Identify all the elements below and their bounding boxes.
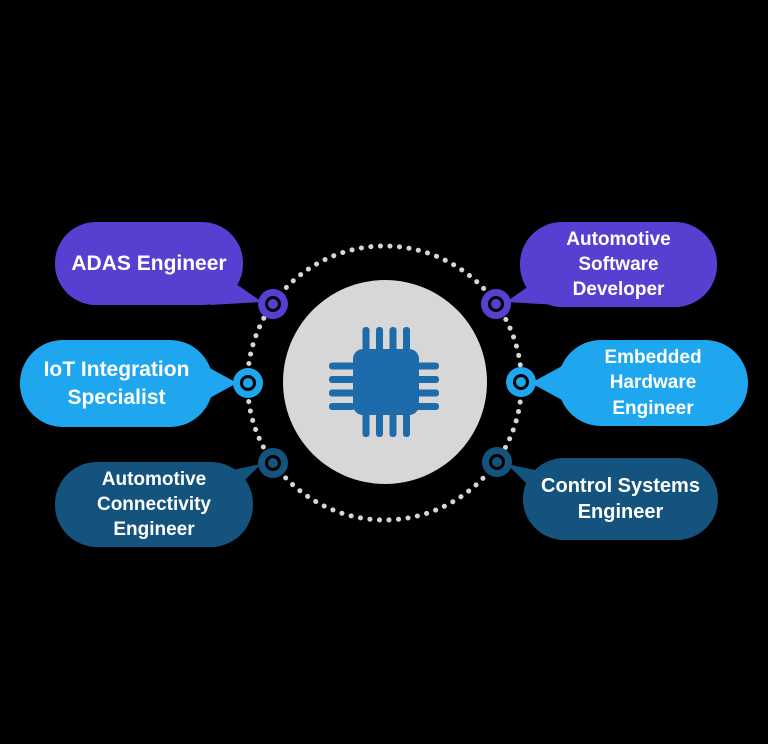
connector-ring-top-left	[258, 289, 288, 319]
bubble-automotive-connectivity-engineer: Automotive Connectivity Engineer	[55, 462, 253, 547]
bubble-control-systems-engineer: Control Systems Engineer	[523, 458, 718, 540]
microchip-icon	[329, 327, 439, 437]
connector-ring-hole	[488, 296, 504, 312]
connector-ring-hole	[240, 375, 256, 391]
connector-ring-middle-left	[233, 368, 263, 398]
connector-ring-middle-right	[506, 367, 536, 397]
connector-ring-top-right	[481, 289, 511, 319]
connector-ring-bottom-right	[482, 447, 512, 477]
bubble-label: Automotive Connectivity Engineer	[96, 468, 212, 541]
bubble-label: Embedded Hardware Engineer	[604, 347, 702, 419]
connector-ring-hole	[265, 296, 281, 312]
bubble-iot-integration-specialist: IoT Integration Specialist	[20, 340, 213, 427]
bubble-label: Automotive Software Developer	[566, 228, 671, 301]
bubble-adas-engineer: ADAS Engineer	[55, 222, 243, 305]
bubble-label: IoT Integration Specialist	[43, 357, 190, 409]
connector-ring-hole	[489, 454, 505, 470]
bubble-automotive-software-developer: Automotive Software Developer	[520, 222, 717, 307]
bubble-label: Control Systems Engineer	[541, 474, 700, 523]
connector-ring-bottom-left	[258, 448, 288, 478]
bubble-label: ADAS Engineer	[71, 251, 227, 275]
connector-ring-hole	[513, 374, 529, 390]
connector-ring-hole	[265, 455, 281, 471]
bubble-embedded-hardware-engineer: Embedded Hardware Engineer	[558, 340, 748, 426]
